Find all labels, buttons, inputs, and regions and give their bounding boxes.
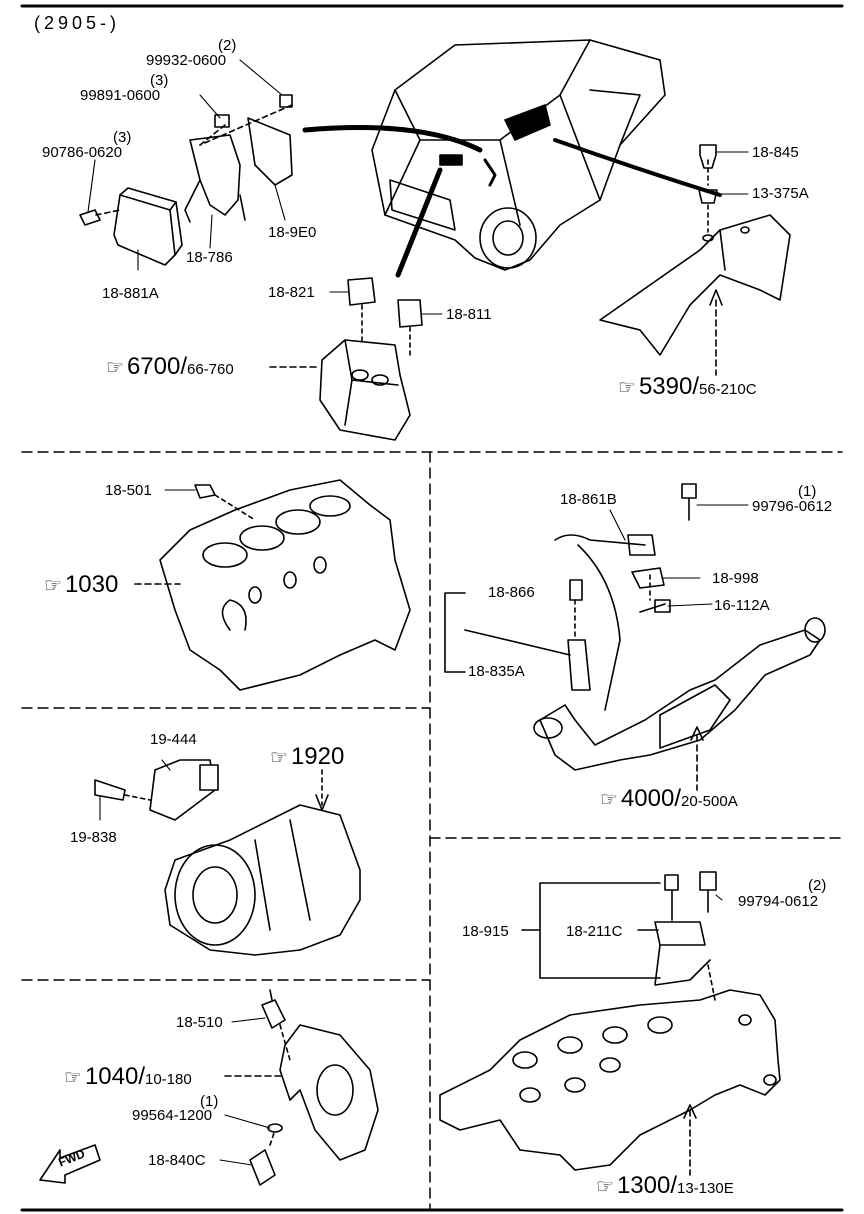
part-99564-1200[interactable]: 99564-1200 [132,1107,213,1124]
part-18-881A[interactable]: 18-881A [102,285,159,302]
part-18-786[interactable]: 18-786 [186,249,233,266]
part-18-866[interactable]: 18-866 [488,584,535,601]
part-qty-90786: (3) [113,129,132,146]
part-99796-0612[interactable]: 99796-0612 [752,498,833,515]
part-99794-0612[interactable]: 99794-0612 [738,893,819,910]
part-19-444[interactable]: 19-444 [150,731,197,748]
bracket-line-18866 [445,593,465,672]
relay-drawings [348,278,422,355]
part-qty-99564: (1) [200,1093,219,1110]
part-18-510[interactable]: 18-510 [176,1014,223,1031]
ref-4000[interactable]: ☞4000/20-500A [600,785,738,812]
pointing-hand-icon: ☞ [600,789,618,811]
part-99932-0600[interactable]: 99932-0600 [146,52,227,69]
part-18-845[interactable]: 18-845 [752,144,799,161]
fwd-arrow-drawing [40,1145,100,1183]
ref-1920[interactable]: ☞1920 [270,743,345,770]
part-18-211C[interactable]: 18-211C [566,923,623,940]
pointing-hand-icon: ☞ [618,377,636,399]
part-16-112A[interactable]: 16-112A [714,597,770,614]
ref-5390[interactable]: ☞5390/56-210C [618,373,757,400]
transmission-drawing [95,760,360,955]
part-18-915[interactable]: 18-915 [462,923,509,940]
part-qty-99796: (1) [798,483,817,500]
engine-block-drawing [160,480,410,690]
part-90786-0620[interactable]: 90786-0620 [42,144,123,161]
ecu-bracket-drawing [80,95,292,265]
part-18-998[interactable]: 18-998 [712,570,759,587]
ref-1040[interactable]: ☞1040/10-180 [64,1063,192,1090]
section-dividers [22,452,842,1208]
header-code: (2905-) [34,13,121,33]
part-qty-99891: (3) [150,72,169,89]
part-18-821[interactable]: 18-821 [268,284,315,301]
timing-cover-drawing [225,990,378,1185]
part-18-9E0[interactable]: 18-9E0 [268,224,317,241]
part-13-375A[interactable]: 13-375A [752,185,809,202]
pointing-hand-icon: ☞ [596,1176,614,1198]
deflector-drawing [600,145,790,375]
ref-6700[interactable]: ☞6700/66-760 [106,353,234,380]
part-qty-99794: (2) [808,877,827,894]
ref-1300[interactable]: ☞1300/13-130E [596,1172,734,1199]
pointing-hand-icon: ☞ [270,747,288,769]
relay-block-drawing [320,340,410,440]
part-18-811[interactable]: 18-811 [446,306,492,323]
part-18-861B[interactable]: 18-861B [560,491,617,508]
pointing-hand-icon: ☞ [64,1067,82,1089]
part-19-838[interactable]: 19-838 [70,829,117,846]
pointing-hand-icon: ☞ [106,357,124,379]
part-qty-99932: (2) [218,37,237,54]
part-18-840C[interactable]: 18-840C [148,1152,206,1169]
part-99891-0600[interactable]: 99891-0600 [80,87,161,104]
vehicle-drawing [372,40,665,270]
part-18-501[interactable]: 18-501 [105,482,152,499]
part-18-835A[interactable]: 18-835A [468,663,525,680]
exhaust-drawing [534,484,825,790]
ref-1030[interactable]: ☞1030 [44,571,119,598]
pointing-hand-icon: ☞ [44,575,62,597]
intake-manifold-drawing [440,872,780,1175]
